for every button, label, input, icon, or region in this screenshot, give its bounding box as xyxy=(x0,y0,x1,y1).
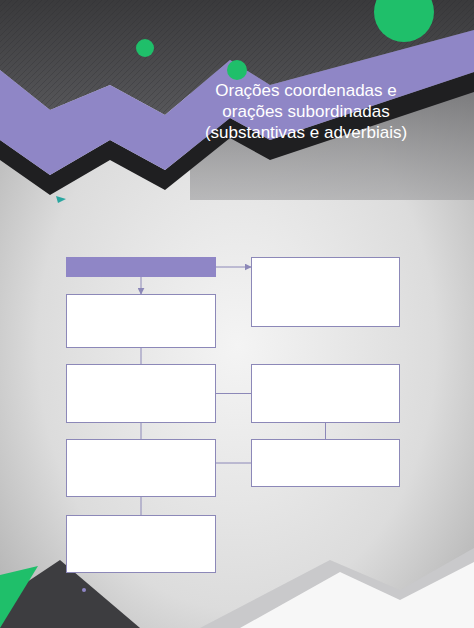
connector xyxy=(141,423,142,439)
content-box xyxy=(251,257,400,327)
connector xyxy=(325,423,326,439)
content-box xyxy=(251,364,400,423)
page-title: Orações coordenadas e orações subordinad… xyxy=(196,80,416,143)
content-box xyxy=(251,439,400,487)
connector xyxy=(216,267,251,268)
connector xyxy=(216,393,251,394)
green-dot xyxy=(136,39,154,57)
small-dot xyxy=(82,588,86,592)
content-box xyxy=(66,515,216,573)
purple-band xyxy=(0,30,474,175)
connector xyxy=(141,497,142,515)
teal-mark xyxy=(56,196,66,203)
content-box xyxy=(66,439,216,497)
connector xyxy=(141,348,142,364)
green-dot xyxy=(374,0,434,42)
grey-shape xyxy=(200,548,474,628)
header-bar xyxy=(66,257,216,277)
content-box xyxy=(66,294,216,348)
green-triangle xyxy=(0,566,38,628)
white-shape xyxy=(240,562,474,628)
content-box xyxy=(66,364,216,423)
green-dot xyxy=(227,60,247,80)
connector xyxy=(216,463,251,464)
connector xyxy=(141,277,142,294)
